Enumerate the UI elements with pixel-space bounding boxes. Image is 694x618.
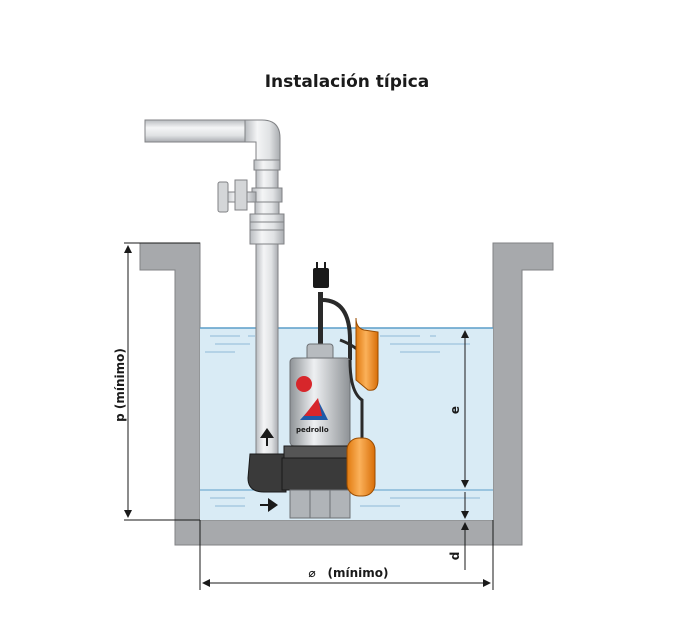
diagram-title: Instalación típica: [264, 72, 430, 92]
dimension-e: e: [448, 330, 469, 488]
dimension-d: d: [448, 492, 469, 570]
label-d: d: [448, 552, 462, 561]
flow-in-arrow: [260, 498, 278, 512]
dimension-diameter: ⌀ (mínimo): [199, 520, 494, 590]
label-diameter: (mínimo): [328, 566, 389, 580]
discharge-pipe: [144, 119, 285, 455]
gate-valve: [217, 179, 257, 213]
dimension-p: p (mínimo): [113, 242, 200, 521]
diameter-symbol: ⌀: [308, 566, 315, 580]
submersible-pump: pedrollo: [281, 262, 359, 519]
pump-foot: [247, 453, 287, 493]
float-switch: [339, 317, 379, 497]
pump-brand: pedrollo: [296, 426, 329, 434]
flow-up-arrow: [260, 428, 274, 446]
label-p: p (mínimo): [113, 348, 127, 422]
label-e: e: [448, 406, 462, 414]
flow-arrows: [260, 428, 278, 512]
